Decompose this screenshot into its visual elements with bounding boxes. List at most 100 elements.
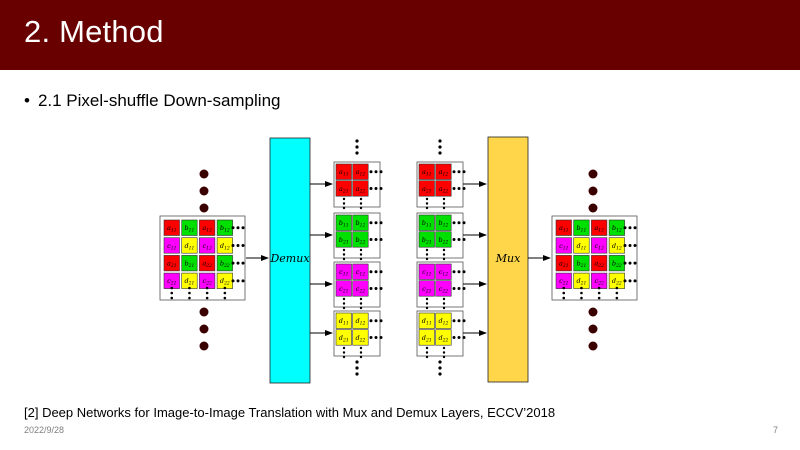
cell-label: c21 (422, 285, 431, 295)
ellipsis-dot (369, 335, 373, 339)
bullet-item: •2.1 Pixel-shuffle Down-sampling (24, 91, 280, 111)
ellipsis-dot (374, 270, 378, 274)
pixel-cell (335, 263, 352, 280)
ellipsis-dot (236, 279, 240, 283)
big-ellipsis-dot (199, 169, 209, 179)
big-ellipsis-dot (588, 186, 598, 196)
pixel-cell (352, 231, 369, 248)
cell-label: d22 (612, 277, 622, 287)
ellipsis-dot (359, 297, 363, 301)
cell-label: d21 (339, 334, 349, 344)
ellipsis-dot (462, 270, 466, 274)
pixel-cell (335, 312, 352, 329)
ellipsis-dot (633, 226, 637, 230)
cell-label: c11 (422, 268, 431, 278)
ellipsis-dot (425, 206, 429, 210)
cell-label: d21 (576, 277, 586, 287)
ellipsis-dot (379, 319, 383, 323)
ellipsis-dot (359, 306, 363, 310)
ellipsis-dot (241, 261, 245, 265)
ellipsis-dot (462, 286, 466, 290)
ellipsis-dot (369, 170, 373, 174)
ellipsis-dot (628, 226, 632, 230)
pixel-cell (418, 312, 435, 329)
cell-label: a12 (439, 168, 449, 178)
pixel-cell (335, 214, 352, 231)
pixel-cell (555, 255, 572, 272)
ellipsis-dot (628, 243, 632, 247)
ellipsis-dot (188, 296, 191, 300)
ellipsis-dot (374, 286, 378, 290)
pixel-cell (418, 214, 435, 231)
cell-label: b12 (355, 219, 365, 229)
ellipsis-dot (379, 221, 383, 225)
ellipsis-dot (438, 372, 442, 376)
pixel-cell (418, 263, 435, 280)
reference-citation: [2] Deep Networks for Image-to-Image Tra… (24, 405, 556, 420)
cell-label: d22 (220, 277, 230, 287)
big-ellipsis-dot (588, 324, 598, 334)
pixel-cell (435, 280, 452, 297)
pixel-cell (435, 231, 452, 248)
ellipsis-dot (462, 335, 466, 339)
cell-label: a11 (422, 168, 432, 178)
ellipsis-dot (562, 291, 566, 295)
cell-label: a21 (167, 259, 177, 269)
pixel-cell (352, 312, 369, 329)
cell-label: a22 (356, 185, 366, 195)
ellipsis-dot (623, 261, 627, 265)
ellipsis-dot (342, 306, 346, 310)
ellipsis-dot (223, 296, 227, 300)
cell-label: d11 (422, 317, 432, 327)
cell-label: c12 (202, 242, 212, 252)
ellipsis-dot (236, 261, 240, 265)
cell-label: b22 (355, 236, 365, 246)
ellipsis-dot (628, 279, 632, 283)
pixel-cell (418, 163, 435, 180)
pixel-cell (573, 255, 590, 272)
cell-label: c12 (439, 268, 449, 278)
cell-label: d11 (339, 317, 349, 327)
ellipsis-dot (425, 253, 429, 256)
ellipsis-dot (374, 237, 378, 241)
ellipsis-dot (597, 291, 601, 295)
pixel-cell (591, 219, 608, 236)
ellipsis-dot (580, 286, 583, 290)
ellipsis-dot (442, 253, 446, 256)
ellipsis-dot (355, 366, 359, 370)
big-ellipsis-dot (199, 203, 209, 213)
title-bar: 2. Method (0, 0, 800, 70)
pixel-cell (435, 312, 452, 329)
ellipsis-dot (623, 226, 627, 230)
ellipsis-dot (438, 145, 442, 149)
pixel-cell (181, 237, 198, 254)
cell-label: b22 (612, 259, 622, 269)
cell-label: c12 (594, 242, 604, 252)
ellipsis-dot (452, 237, 456, 241)
pixel-cell (181, 219, 198, 236)
cell-label: b22 (220, 259, 230, 269)
pixel-cell (591, 255, 608, 272)
ellipsis-dot (359, 253, 363, 256)
cell-label: b21 (422, 236, 432, 246)
ellipsis-dot (597, 286, 601, 290)
ellipsis-dot (342, 206, 346, 210)
pixel-cell (573, 237, 590, 254)
ellipsis-dot (615, 291, 619, 295)
ellipsis-dot (462, 319, 466, 323)
ellipsis-dot (342, 197, 346, 201)
ellipsis-dot (425, 302, 429, 305)
big-ellipsis-dot (199, 324, 209, 334)
ellipsis-dot (457, 319, 461, 323)
cell-label: c21 (167, 277, 176, 287)
cell-label: d21 (184, 277, 194, 287)
ellipsis-dot (442, 257, 446, 261)
ellipsis-dot (170, 291, 174, 295)
pixel-cell (435, 214, 452, 231)
cell-label: b12 (612, 224, 622, 234)
ellipsis-dot (374, 170, 378, 174)
pixel-cell (335, 163, 352, 180)
